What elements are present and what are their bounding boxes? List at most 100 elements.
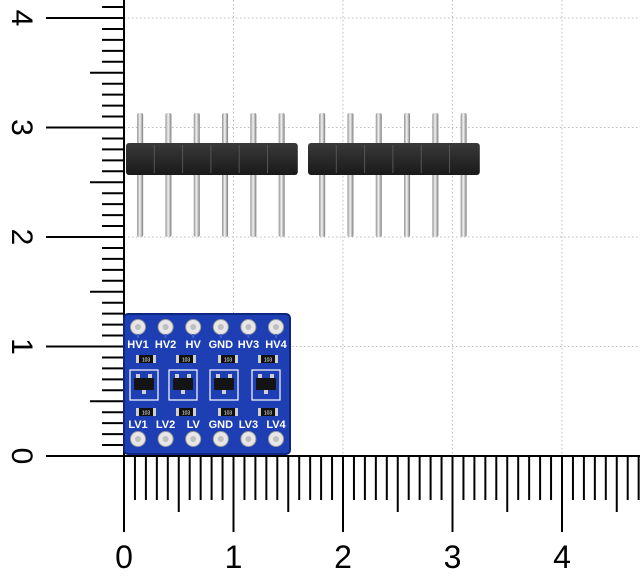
- resistor-code: 103: [142, 411, 151, 417]
- resistor-cap: [275, 408, 278, 416]
- resistor: 103: [218, 408, 238, 417]
- transistor-lead: [136, 374, 140, 378]
- pad-hole: [135, 324, 141, 330]
- resistor-cap: [258, 355, 261, 363]
- transistor: [129, 369, 159, 401]
- horizontal-ruler: 0 1 2 3 4: [115, 455, 640, 575]
- transistor-lead: [264, 390, 268, 394]
- header-plastic-body: [126, 143, 298, 175]
- resistor-cap: [258, 408, 261, 416]
- horizontal-ruler-label: 0: [115, 539, 133, 575]
- resistor-body: [138, 355, 154, 363]
- pad-hole: [190, 436, 197, 442]
- resistor-code: 103: [224, 411, 233, 417]
- transistor-lead: [142, 390, 146, 394]
- resistor: 103: [218, 355, 238, 364]
- transistor-outline: [168, 369, 198, 401]
- resistor-code: 103: [182, 411, 191, 417]
- pad-hole: [245, 324, 252, 330]
- pad-hole: [190, 324, 197, 330]
- resistor: 103: [136, 408, 156, 417]
- pad-hole: [217, 324, 224, 330]
- transistor-lead: [270, 374, 274, 378]
- silkscreen-label-bottom: LV1: [128, 419, 147, 431]
- horizontal-ruler-label: 2: [334, 539, 352, 575]
- transistor-lead: [222, 390, 226, 394]
- silkscreen-label-bottom: LV2: [156, 419, 175, 431]
- transistor-body: [256, 378, 276, 390]
- pad-hole: [245, 436, 252, 442]
- silkscreen-label-bottom: LV4: [266, 419, 286, 431]
- silkscreen-label-bottom: LV: [187, 419, 201, 431]
- header-plastic-body: [308, 143, 480, 175]
- transistor: [209, 369, 239, 401]
- vertical-ruler-label: 4: [5, 10, 38, 27]
- resistor: 103: [258, 355, 278, 364]
- resistor-cap: [275, 355, 278, 363]
- vertical-ruler-label: 1: [5, 338, 38, 355]
- pad-hole: [273, 436, 279, 442]
- pin-header: [126, 113, 480, 237]
- transistor-body: [214, 378, 234, 390]
- transistor-lead: [216, 374, 220, 378]
- transistor-outline: [251, 369, 281, 401]
- resistor: 103: [176, 355, 196, 364]
- transistor-body: [134, 378, 154, 390]
- silkscreen-label-top: HV1: [127, 339, 148, 351]
- pad-hole: [273, 324, 279, 330]
- resistor-cap: [136, 355, 139, 363]
- resistor-cap: [176, 408, 179, 416]
- pad-hole: [162, 324, 169, 330]
- resistor-code: 103: [264, 358, 273, 364]
- silkscreen-label-top: GND: [209, 339, 234, 351]
- transistor-lead: [148, 374, 152, 378]
- resistor-cap: [176, 355, 179, 363]
- resistor-cap: [235, 355, 238, 363]
- silkscreen-label-bottom: GND: [209, 419, 234, 431]
- silkscreen-label-top: HV4: [265, 339, 287, 351]
- horizontal-ruler-label: 1: [225, 539, 243, 575]
- resistor-body: [220, 355, 236, 363]
- vertical-ruler-label: 0: [5, 448, 38, 465]
- transistor-outline: [129, 369, 159, 401]
- resistor: 103: [176, 408, 196, 417]
- resistor-code: 103: [182, 358, 191, 364]
- resistor-cap: [235, 408, 238, 416]
- horizontal-ruler-label: 4: [553, 539, 571, 575]
- resistor-cap: [218, 408, 221, 416]
- resistor: 103: [258, 408, 278, 417]
- resistor-cap: [193, 408, 196, 416]
- transistor-body: [173, 378, 193, 390]
- resistor-body: [178, 355, 194, 363]
- transistor-lead: [258, 374, 262, 378]
- transistor: [168, 369, 198, 401]
- transistor-lead: [228, 374, 232, 378]
- pad-hole: [162, 436, 169, 442]
- horizontal-ruler-label: 3: [444, 539, 462, 575]
- transistor-lead: [181, 390, 185, 394]
- resistor: 103: [136, 355, 156, 364]
- pad-hole: [217, 436, 224, 442]
- resistor-body: [260, 408, 276, 416]
- silkscreen-label-top: HV: [186, 339, 202, 351]
- transistor-lead: [187, 374, 191, 378]
- silkscreen-label-top: HV2: [155, 339, 176, 351]
- resistor-cap: [136, 408, 139, 416]
- resistor-code: 103: [224, 358, 233, 364]
- pcb-body: [123, 313, 291, 455]
- resistor-cap: [153, 355, 156, 363]
- resistor-cap: [153, 408, 156, 416]
- resistor-body: [220, 408, 236, 416]
- pad-hole: [135, 436, 141, 442]
- resistor-code: 103: [142, 358, 151, 364]
- resistor-body: [138, 408, 154, 416]
- silkscreen-label-top: HV3: [238, 339, 259, 351]
- resistor-body: [260, 355, 276, 363]
- transistor-outline: [209, 369, 239, 401]
- transistor-lead: [175, 374, 179, 378]
- resistor-body: [178, 408, 194, 416]
